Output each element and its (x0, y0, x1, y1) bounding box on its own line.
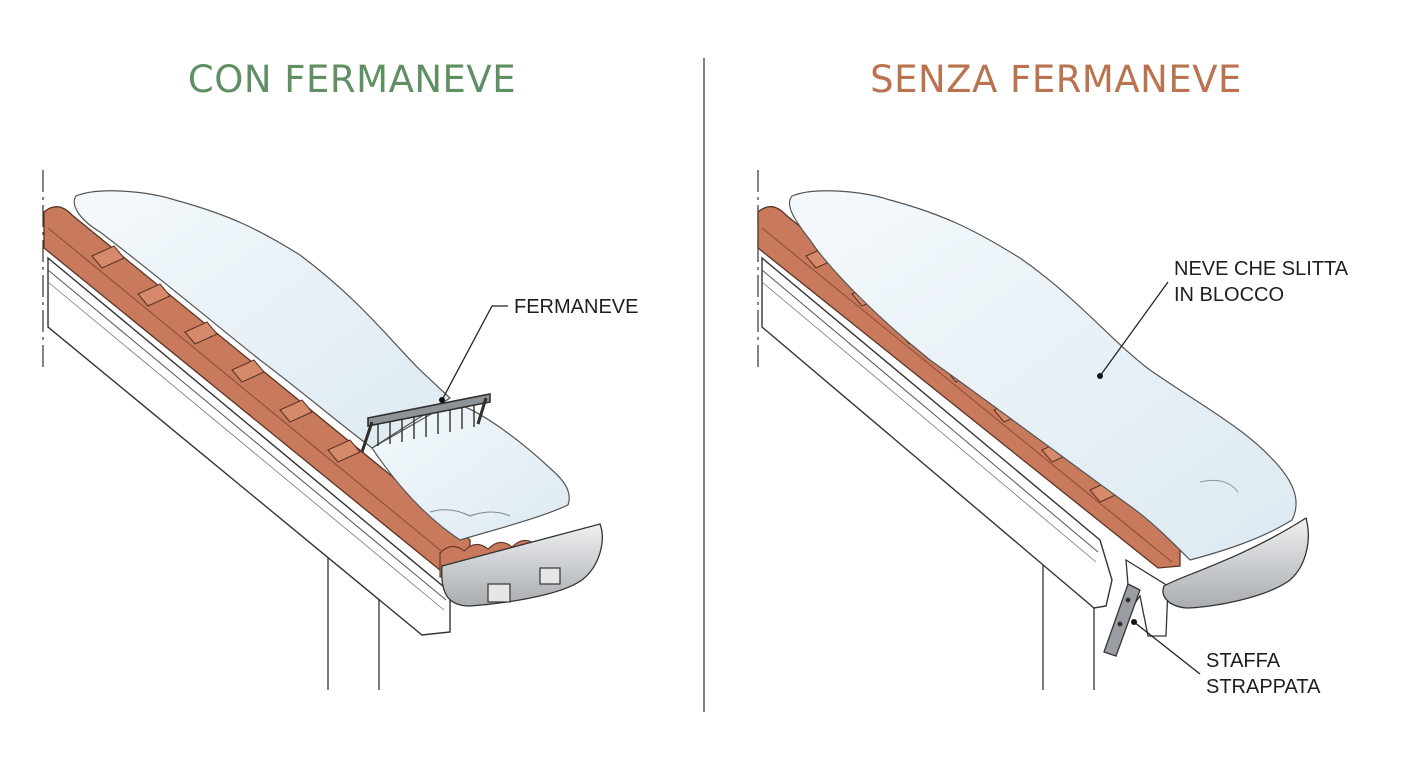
callout-dot-sliding-snow (1097, 373, 1103, 379)
label-torn-bracket: STAFFA STRAPPATA (1206, 648, 1320, 700)
roof-with-snow-guard (42, 170, 603, 690)
title-with-snow-guard: CON FERMANEVE (187, 58, 517, 101)
roof-without-snow-guard (757, 170, 1309, 690)
support-post-left (327, 555, 380, 690)
title-without-snow-guard: SENZA FERMANEVE (870, 58, 1242, 101)
label-sliding-snow-line2: IN BLOCCO (1174, 284, 1285, 306)
callout-leader-torn-bracket (1133, 621, 1201, 675)
callout-dot-torn-bracket (1131, 619, 1137, 625)
gutter-brackets-left (487, 567, 561, 603)
callout-leader-sliding-snow (1099, 281, 1169, 377)
snow-guard (360, 393, 491, 453)
gutter-left (441, 523, 603, 607)
label-snow-guard: FERMANEVE (514, 296, 639, 318)
gutter-right (1162, 516, 1309, 609)
torn-bracket (1103, 583, 1141, 657)
callout-dot-snow-guard (439, 397, 445, 403)
label-sliding-snow-line1: NEVE CHE SLITTA (1174, 258, 1349, 280)
snow-mass-upper-left (73, 190, 451, 449)
rafter-right (761, 256, 1113, 609)
rafter-left (47, 256, 451, 636)
label-torn-bracket-line1: STAFFA (1206, 650, 1281, 672)
label-torn-bracket-line2: STRAPPATA (1206, 676, 1321, 698)
snow-retained-left (371, 401, 570, 541)
snow-sliding-block (788, 190, 1297, 561)
label-sliding-snow: NEVE CHE SLITTA IN BLOCCO (1174, 256, 1348, 308)
callout-leader-snow-guard (441, 305, 508, 401)
tile-ridges-left (91, 245, 361, 463)
